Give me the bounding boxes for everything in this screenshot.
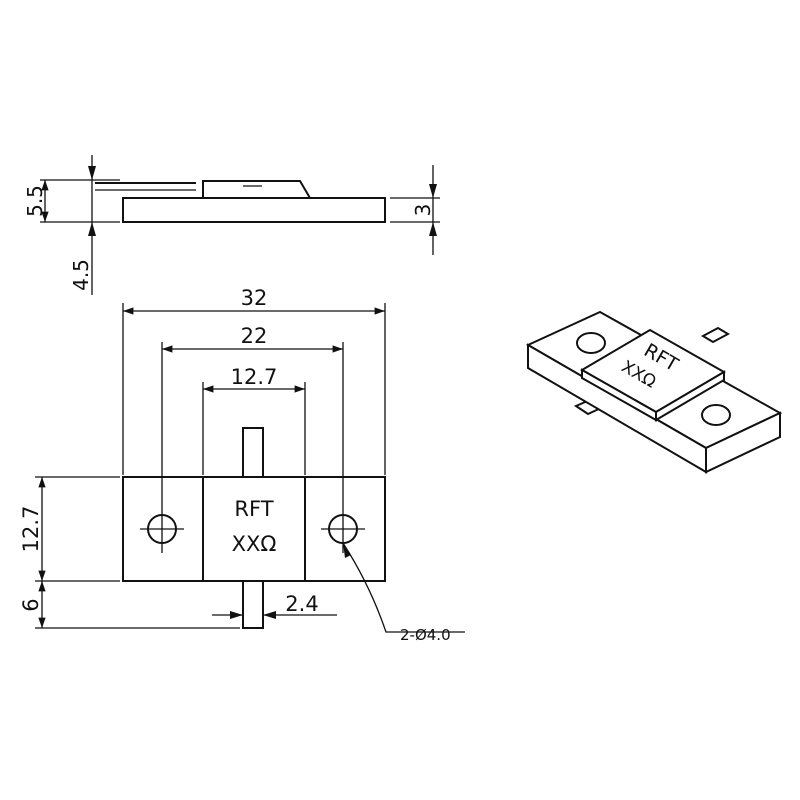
arrow-head	[263, 611, 276, 619]
arrow-head	[230, 611, 243, 619]
dim-hole-spacing-label: 22	[241, 324, 268, 348]
arrow-head	[429, 222, 437, 236]
mounting-hole-right	[321, 506, 365, 553]
dim-lead-length-label: 6	[19, 598, 43, 611]
dim-flange-height-label: 3	[411, 204, 435, 217]
front-marking-rft: RFT	[234, 497, 273, 521]
dim-overall-width-label: 32	[241, 286, 268, 310]
side-flange	[122, 197, 386, 223]
front-view: RFT XXΩ 32 22 12.7 12.7 6 2.4	[19, 286, 465, 644]
dim-height-label: 12.7	[19, 506, 43, 553]
dim-top-height-label: 5.5	[23, 185, 47, 217]
hole-callout-label: 2-Ø4.0	[400, 626, 451, 644]
arrow-head	[88, 166, 96, 180]
side-top-body	[202, 180, 311, 199]
hole-callout-leader	[342, 542, 465, 633]
dim-lead-width-label: 2.4	[285, 592, 318, 616]
iso-top-lead	[700, 326, 731, 344]
isometric-view: RFT XXΩ	[525, 310, 783, 474]
iso-flange-side	[705, 411, 781, 474]
iso-body-side	[655, 370, 725, 422]
side-view: 5.5 4.5 3	[23, 155, 440, 295]
front-marking-ohms: XXΩ	[232, 532, 277, 556]
mounting-hole-left	[140, 506, 184, 553]
iso-hole-left	[576, 332, 606, 354]
arrow-head	[343, 543, 351, 558]
arrow-head	[429, 184, 437, 198]
arrow-head	[88, 222, 96, 236]
dim-lead-offset-label: 4.5	[69, 259, 93, 291]
front-top-lead	[242, 427, 264, 478]
front-bottom-lead	[242, 580, 264, 629]
dim-body-width-label: 12.7	[231, 365, 278, 389]
iso-hole-right	[701, 404, 731, 426]
